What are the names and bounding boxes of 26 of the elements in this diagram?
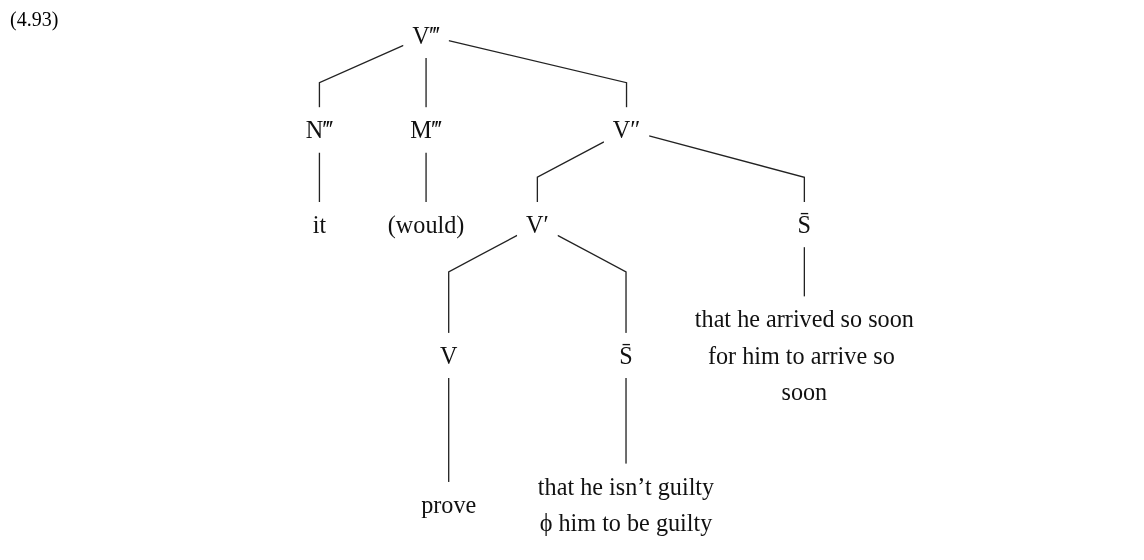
node-text: M‴ bbox=[410, 116, 442, 144]
node-text: that he arrived so soon for him to arrive so soon bbox=[694, 305, 914, 406]
connector bbox=[425, 57, 427, 109]
node-text: V‴ bbox=[412, 21, 440, 50]
connector bbox=[448, 377, 450, 483]
node-text: it bbox=[312, 210, 327, 239]
connector bbox=[448, 40, 628, 109]
connector bbox=[318, 44, 405, 109]
connector bbox=[448, 234, 518, 334]
node-text: V bbox=[439, 341, 458, 370]
node-text: S̄ bbox=[619, 341, 633, 370]
node-text: N‴ bbox=[305, 116, 334, 144]
connector bbox=[425, 151, 427, 203]
node-text: V″ bbox=[612, 116, 641, 144]
node-text: prove bbox=[421, 490, 477, 519]
example-number: (4.93) bbox=[10, 8, 59, 31]
connector bbox=[625, 377, 627, 465]
connector bbox=[536, 141, 605, 203]
node-text: S̄ bbox=[797, 210, 812, 239]
connector bbox=[803, 246, 805, 298]
connector bbox=[556, 234, 627, 334]
node-text: V′ bbox=[525, 210, 549, 239]
node-text: that he isn’t guilty ϕ him to be guilty bbox=[537, 472, 715, 537]
connector bbox=[318, 151, 321, 203]
connector bbox=[648, 135, 805, 203]
node-text: (would) bbox=[387, 210, 465, 239]
